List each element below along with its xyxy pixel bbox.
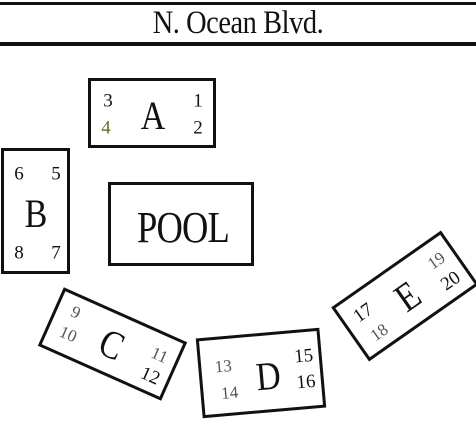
building-c[interactable]: 9 10 C 11 12 (37, 287, 188, 401)
building-c-letter: C (92, 319, 132, 370)
street-top-line (0, 2, 476, 5)
unit-2: 2 (193, 117, 203, 139)
unit-7: 7 (51, 242, 61, 264)
unit-17: 17 (349, 298, 378, 328)
pool[interactable]: POOL (108, 182, 254, 266)
unit-8: 8 (14, 242, 24, 264)
unit-18: 18 (366, 319, 392, 346)
building-a[interactable]: 3 4 A 1 2 (88, 78, 216, 148)
unit-5: 5 (51, 163, 61, 185)
unit-11: 11 (148, 343, 171, 368)
building-d[interactable]: 13 14 D 15 16 (195, 327, 327, 419)
unit-14: 14 (220, 382, 239, 404)
unit-20: 20 (436, 267, 465, 296)
building-e[interactable]: 17 18 E 19 20 (331, 230, 476, 362)
building-b[interactable]: 6 5 B 8 7 (1, 148, 70, 274)
unit-19: 19 (423, 247, 449, 274)
street-label: N. Ocean Blvd. (152, 5, 324, 41)
building-a-letter: A (140, 93, 166, 138)
building-e-letter: E (386, 271, 429, 321)
unit-13: 13 (213, 356, 233, 377)
unit-3: 3 (103, 90, 113, 112)
unit-10: 10 (56, 321, 80, 347)
unit-16: 16 (295, 370, 317, 394)
building-d-letter: D (254, 352, 283, 400)
unit-4: 4 (101, 117, 111, 139)
pool-label: POOL (136, 203, 230, 252)
unit-1: 1 (193, 90, 203, 112)
unit-12: 12 (137, 362, 164, 390)
unit-9: 9 (67, 301, 84, 323)
unit-15: 15 (293, 344, 315, 368)
street-bottom-line (0, 42, 476, 46)
unit-6: 6 (14, 163, 24, 185)
building-b-letter: B (24, 191, 48, 236)
